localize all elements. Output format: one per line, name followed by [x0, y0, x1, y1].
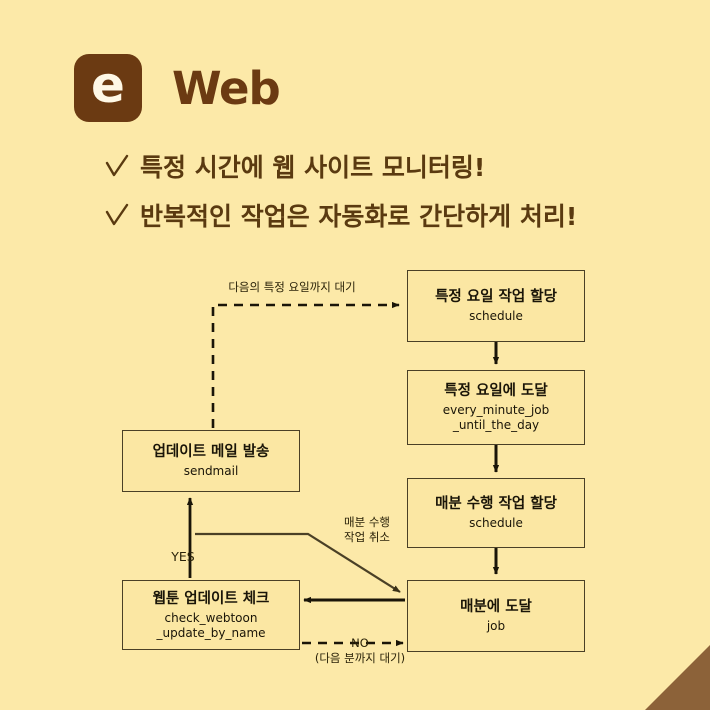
flow-node-check-webtoon: 웹툰 업데이트 체크 check_webtoon _update_by_name: [122, 580, 300, 650]
list-item: 반복적인 작업은 자동화로 간단하게 처리!: [104, 199, 664, 232]
flow-node-schedule-minute: 매분 수행 작업 할당 schedule: [407, 478, 585, 548]
edge-label-no: NO (다음 분까지 대기): [314, 636, 406, 665]
edge-label-yes: YES: [171, 549, 195, 564]
flow-node-subtitle: every_minute_job _until_the_day: [442, 403, 550, 433]
e-logo-icon: e: [74, 54, 142, 122]
flow-node-subtitle: schedule: [469, 516, 523, 531]
flow-node-title: 업데이트 메일 발송: [152, 444, 270, 461]
flow-node-subtitle: sendmail: [183, 464, 239, 479]
check-icon: [104, 154, 130, 180]
flow-node-title: 매분에 도달: [460, 599, 532, 616]
flow-node-reach-minute: 매분에 도달 job: [407, 580, 585, 652]
flow-node-title: 특정 요일에 도달: [444, 383, 548, 400]
check-icon: [104, 203, 130, 229]
flow-node-reach-day: 특정 요일에 도달 every_minute_job _until_the_da…: [407, 370, 585, 445]
flow-node-subtitle: schedule: [469, 309, 523, 324]
flow-node-title: 웹툰 업데이트 체크: [152, 590, 270, 607]
flow-node-schedule-day: 특정 요일 작업 할당 schedule: [407, 270, 585, 342]
flow-node-title: 특정 요일 작업 할당: [435, 289, 557, 306]
e-logo-glyph: e: [91, 56, 125, 114]
list-item: 특정 시간에 웹 사이트 모니터링!: [104, 150, 664, 183]
flow-node-title: 매분 수행 작업 할당: [435, 496, 557, 513]
header: e Web: [74, 54, 281, 122]
edge-label-cancel-minute-job: 매분 수행 작업 취소: [344, 515, 390, 544]
bullet-text: 반복적인 작업은 자동화로 간단하게 처리!: [140, 201, 578, 231]
bullet-text: 특정 시간에 웹 사이트 모니터링!: [140, 153, 486, 182]
flow-node-subtitle: check_webtoon _update_by_name: [156, 610, 266, 640]
flow-node-subtitle: job: [486, 619, 506, 634]
edge-label-wait-next-day: 다음의 특정 요일까지 대기: [228, 280, 356, 294]
corner-triangle-decoration: [645, 645, 710, 710]
page-title: Web: [172, 61, 281, 115]
feature-bullet-list: 특정 시간에 웹 사이트 모니터링! 반복적인 작업은 자동화로 간단하게 처리…: [104, 150, 664, 248]
flow-node-sendmail: 업데이트 메일 발송 sendmail: [122, 430, 300, 492]
